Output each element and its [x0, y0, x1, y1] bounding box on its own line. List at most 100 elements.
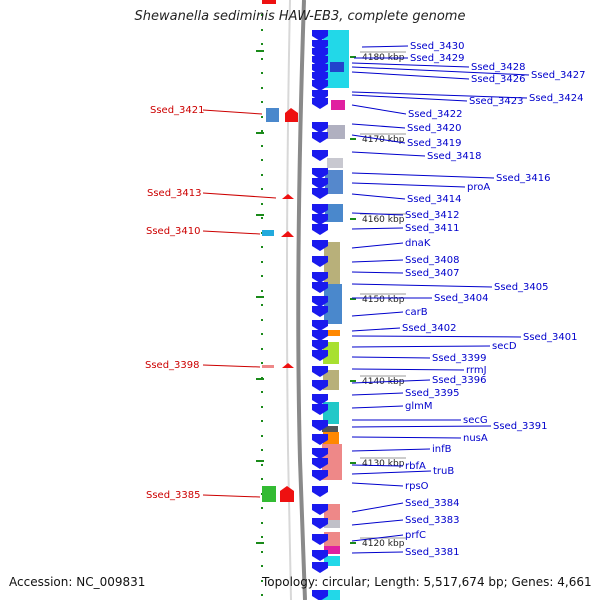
scale-dot — [261, 420, 263, 422]
gene-label[interactable]: Ssed_3419 — [407, 138, 462, 149]
gene-label[interactable]: Ssed_3423 — [469, 96, 524, 107]
gene-label[interactable]: Ssed_3405 — [494, 282, 549, 293]
gene-label[interactable]: truB — [433, 466, 454, 477]
scale-dot — [261, 565, 263, 567]
gene-label[interactable]: Ssed_3418 — [427, 151, 482, 162]
gene-label[interactable]: Ssed_3428 — [471, 62, 526, 73]
feature-block — [330, 62, 344, 72]
gene-label[interactable]: Ssed_3427 — [531, 70, 586, 81]
gene-label[interactable]: Ssed_3416 — [496, 173, 551, 184]
gene-label[interactable]: Ssed_3426 — [471, 74, 526, 85]
leader-line — [351, 182, 466, 188]
gene-label[interactable]: Ssed_3399 — [432, 353, 487, 364]
leader-line — [351, 335, 522, 338]
kbp-tick — [350, 462, 356, 464]
gene-arrow — [312, 240, 328, 251]
feature-block — [331, 100, 345, 110]
gene-label[interactable]: Ssed_3429 — [410, 53, 465, 64]
gene-label[interactable]: prfC — [405, 530, 426, 541]
gene-label[interactable]: secD — [492, 341, 517, 352]
gene-label[interactable]: glmM — [405, 401, 433, 412]
feature-block — [325, 204, 343, 222]
leader-line — [351, 519, 404, 526]
leader-line — [351, 104, 407, 115]
gene-label[interactable]: rrmJ — [466, 365, 487, 376]
accession-text: Accession: NC_009831 — [9, 575, 146, 589]
leader-line — [202, 192, 277, 199]
scale-dot — [261, 333, 263, 335]
gene-arrow — [312, 448, 328, 459]
gene-arrow — [312, 306, 328, 317]
gene-label[interactable]: Ssed_3421 — [150, 105, 205, 116]
feature-block — [325, 170, 343, 194]
kbp-tick — [350, 138, 356, 140]
gene-label[interactable]: secG — [463, 415, 488, 426]
gene-label[interactable]: nusA — [463, 433, 488, 444]
leader-line — [351, 534, 404, 542]
scale-dot — [261, 14, 263, 16]
scale-dot — [261, 478, 263, 480]
gene-label[interactable]: Ssed_3413 — [147, 188, 202, 199]
gene-label[interactable]: Ssed_3398 — [145, 360, 200, 371]
leader-line — [351, 425, 492, 428]
feature-block — [324, 330, 340, 336]
gene-label[interactable]: Ssed_3384 — [405, 498, 460, 509]
gene-arrow — [312, 470, 328, 481]
gene-label[interactable]: Ssed_3383 — [405, 515, 460, 526]
gene-label[interactable]: Ssed_3411 — [405, 223, 460, 234]
gene-label[interactable]: Ssed_3391 — [493, 421, 548, 432]
gene-label[interactable]: Ssed_3410 — [146, 226, 201, 237]
gene-arrow — [312, 320, 328, 331]
kbp-tick — [350, 298, 356, 300]
scale-dot — [261, 435, 263, 437]
gene-label[interactable]: rpsO — [405, 481, 429, 492]
gene-arrow — [312, 122, 328, 133]
gene-label[interactable]: Ssed_3401 — [523, 332, 578, 343]
leader-line — [351, 227, 404, 230]
gene-label[interactable]: Ssed_3407 — [405, 268, 460, 279]
gene-label[interactable]: Ssed_3396 — [432, 375, 487, 386]
gene-label[interactable]: Ssed_3402 — [402, 323, 457, 334]
gene-label[interactable]: Ssed_3408 — [405, 255, 460, 266]
leader-line — [351, 551, 404, 554]
gene-label[interactable]: Ssed_3422 — [408, 109, 463, 120]
gene-label[interactable]: proA — [467, 182, 490, 193]
gene-label[interactable]: Ssed_3430 — [410, 41, 465, 52]
feature-arrow — [281, 231, 294, 237]
gene-label[interactable]: infB — [432, 444, 452, 455]
leader-line — [351, 405, 404, 409]
leader-line — [351, 271, 404, 274]
gene-arrow — [312, 420, 328, 431]
scale-dot — [261, 261, 263, 263]
gene-label[interactable]: Ssed_3381 — [405, 547, 460, 558]
feature-block — [262, 0, 276, 4]
gene-arrow — [312, 282, 328, 293]
scale-dot — [261, 406, 263, 408]
gene-label[interactable]: Ssed_3404 — [434, 293, 489, 304]
gene-arrow — [312, 150, 328, 161]
gene-label[interactable]: Ssed_3395 — [405, 388, 460, 399]
gene-arrow — [312, 504, 328, 515]
scale-dot — [261, 188, 263, 190]
gene-label[interactable]: rbfA — [405, 461, 426, 472]
gene-label[interactable]: carB — [405, 307, 428, 318]
scale-dot — [261, 72, 263, 74]
leader-line — [202, 364, 261, 368]
scale-tick — [256, 460, 264, 462]
feature-arrow — [285, 108, 298, 122]
gene-label[interactable]: Ssed_3412 — [405, 210, 460, 221]
gene-label[interactable]: Ssed_3420 — [407, 123, 462, 134]
scale-tick — [256, 542, 264, 544]
gene-label[interactable]: Ssed_3424 — [529, 93, 584, 104]
gene-label[interactable]: dnaK — [405, 238, 431, 249]
gene-label[interactable]: Ssed_3385 — [146, 490, 201, 501]
feature-track — [322, 30, 349, 600]
leader-line — [351, 71, 470, 80]
gene-label[interactable]: Ssed_3414 — [407, 194, 462, 205]
gene-arrow — [312, 168, 328, 179]
leader-line — [351, 448, 431, 452]
leader-line — [351, 91, 528, 99]
scale-dot — [261, 159, 263, 161]
